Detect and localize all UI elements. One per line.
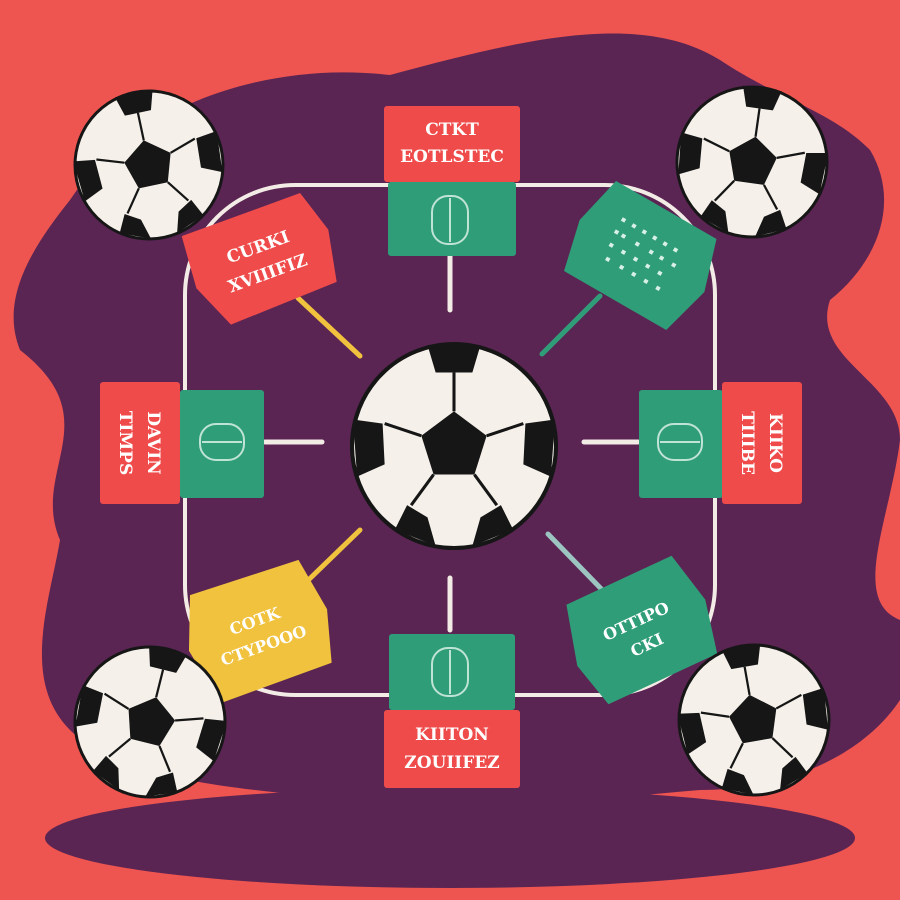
- card-bottom-left-panel: [188, 559, 332, 704]
- card-top-right-panel: [564, 180, 717, 331]
- connector-top-left: [295, 295, 363, 359]
- card-bottom-right: OTTIPO CKI: [566, 555, 718, 705]
- soccer-ball-center-icon: [352, 344, 556, 548]
- card-bottom-field-panel: [389, 634, 515, 710]
- card-bottom: KIITON ZOUIIFEZ: [384, 634, 520, 788]
- card-top-line1: CTKT: [425, 120, 479, 140]
- card-bottom-line1: KIITON: [415, 725, 489, 745]
- card-bottom-right-panel: [566, 555, 718, 705]
- card-top: CTKT EOTLSTEC: [384, 106, 520, 256]
- card-top-right-pattern: [605, 217, 679, 292]
- card-bottom-left: COTK CTYPOOO: [188, 559, 332, 704]
- card-right: KIIKO TIIIBE: [639, 382, 802, 504]
- card-left-label-panel: [100, 382, 180, 504]
- card-right-line2: TIIIBE: [737, 411, 757, 475]
- card-top-right: [564, 180, 717, 331]
- card-top-left: CURKI XVIIIFIZ: [181, 193, 337, 325]
- card-bottom-line2: ZOUIIFEZ: [404, 753, 499, 773]
- card-top-left-panel: [181, 193, 337, 325]
- floor-shadow: [45, 788, 855, 888]
- card-left-field-panel: [180, 390, 264, 498]
- card-right-field-panel: [639, 390, 723, 498]
- card-top-line2: EOTLSTEC: [400, 147, 504, 167]
- card-top-label-panel: [384, 106, 520, 182]
- card-right-field-icon: [657, 423, 703, 461]
- card-right-line1: KIIKO: [765, 413, 785, 473]
- card-bottom-label-panel: [384, 710, 520, 788]
- card-top-field-icon: [431, 195, 469, 245]
- card-left-line2: TIMPS: [115, 411, 135, 475]
- card-bottom-field-icon: [431, 647, 469, 697]
- connector-top-right: [539, 293, 603, 357]
- card-right-label-panel: [722, 382, 802, 504]
- card-left-line1: DAVIN: [143, 411, 163, 474]
- card-left: DAVIN TIMPS: [100, 382, 264, 504]
- card-top-field-panel: [388, 182, 516, 256]
- card-left-field-icon: [199, 423, 245, 461]
